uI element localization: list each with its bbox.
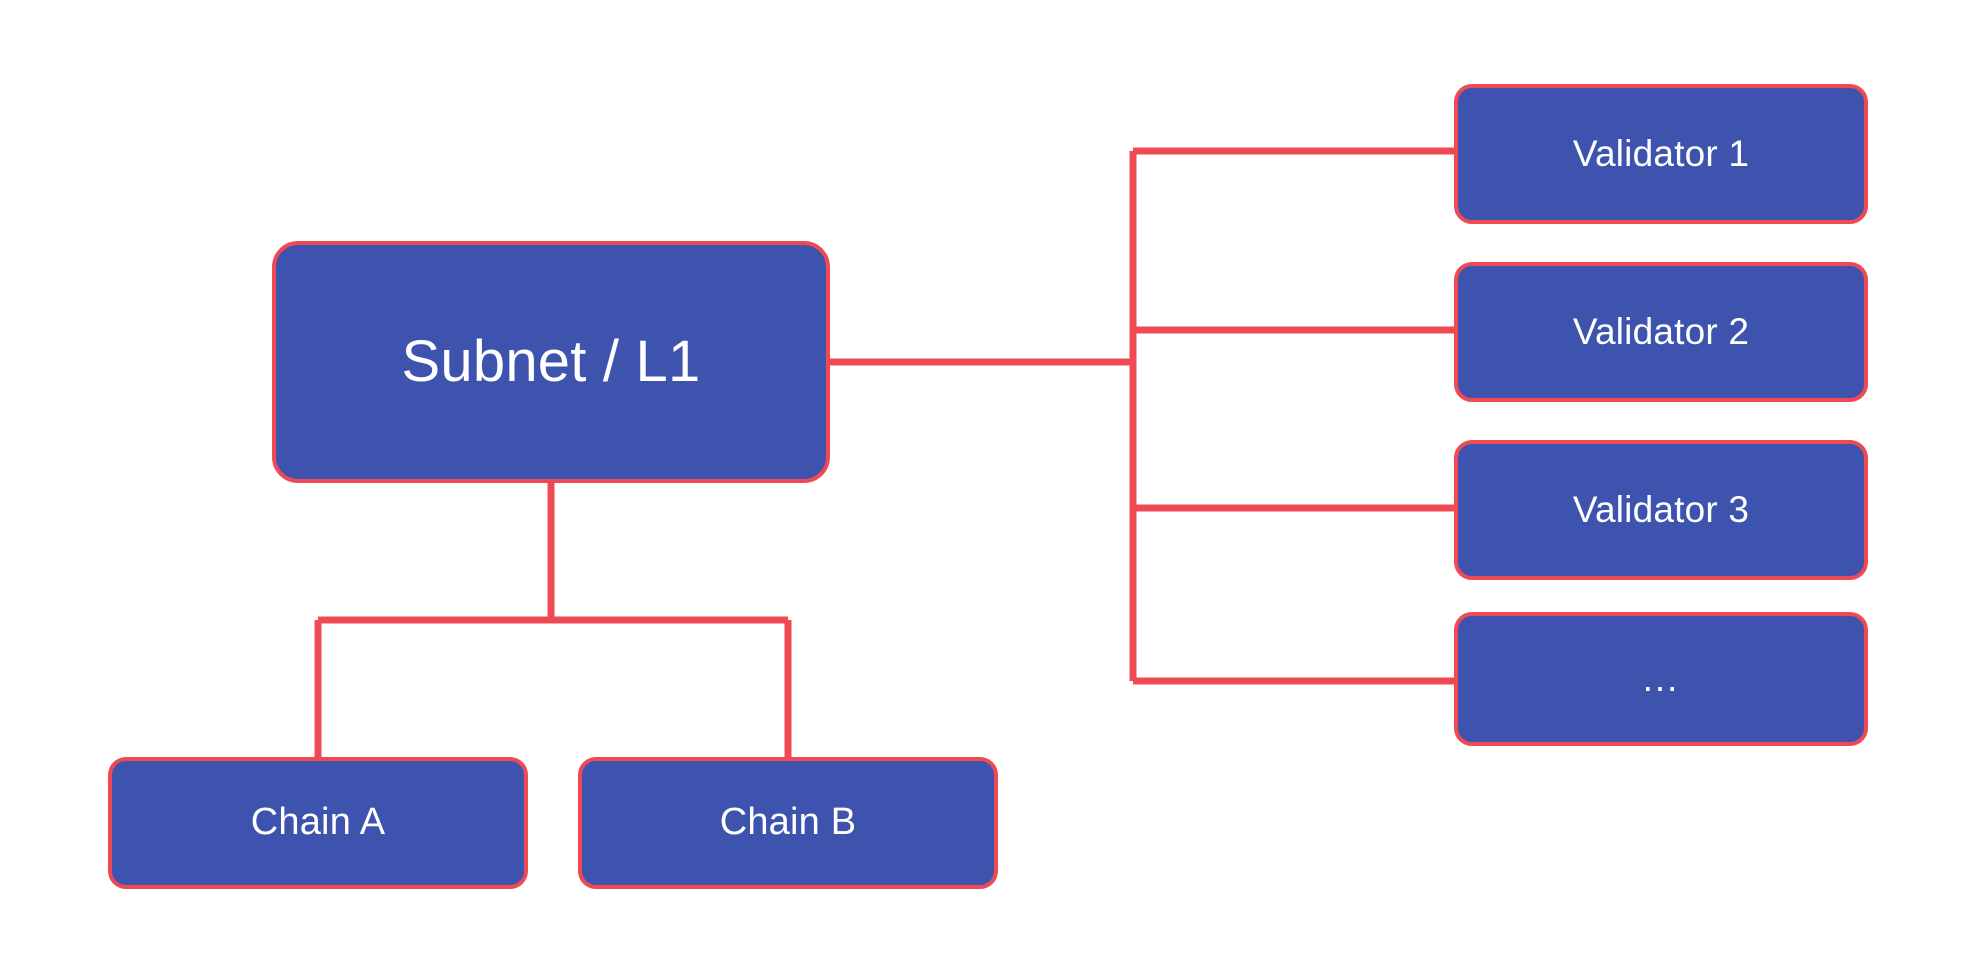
node-chain-b[interactable]: Chain B: [578, 757, 998, 889]
node-subnet-l1-label: Subnet / L1: [401, 329, 701, 395]
node-chain-b-label: Chain B: [719, 801, 857, 844]
node-validator-2-label: Validator 2: [1572, 310, 1750, 352]
node-validator-ellipsis-label: ...: [1642, 657, 1680, 699]
node-validator-1[interactable]: Validator 1: [1454, 84, 1868, 224]
node-chain-a[interactable]: Chain A: [108, 757, 528, 889]
node-validator-3-label: Validator 3: [1572, 488, 1750, 530]
node-chain-a-label: Chain A: [250, 801, 386, 844]
node-validator-ellipsis[interactable]: ...: [1454, 612, 1868, 746]
node-validator-2[interactable]: Validator 2: [1454, 262, 1868, 402]
node-subnet-l1[interactable]: Subnet / L1: [272, 241, 830, 483]
node-validator-1-label: Validator 1: [1572, 132, 1750, 174]
node-validator-3[interactable]: Validator 3: [1454, 440, 1868, 580]
